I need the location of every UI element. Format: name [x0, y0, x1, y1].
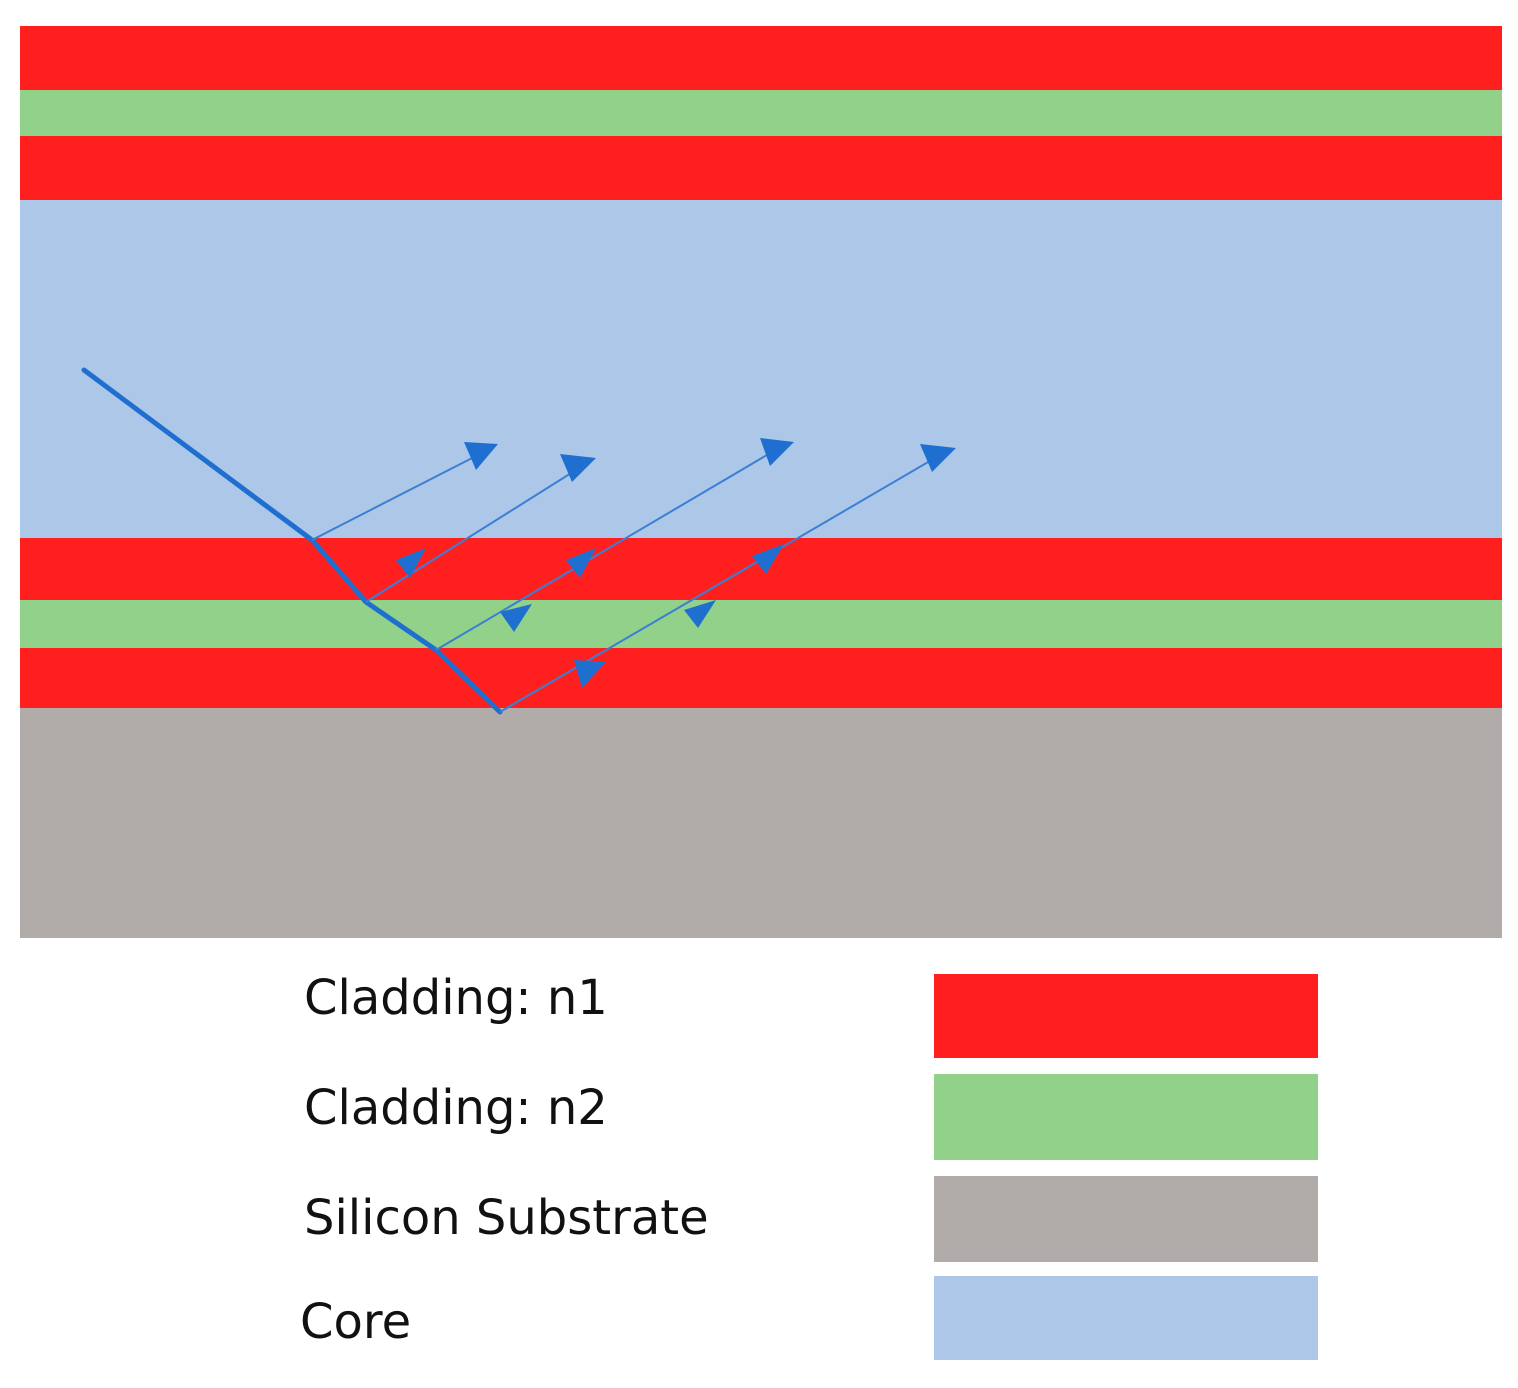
waveguide-cross-section-diagram: [20, 26, 1502, 938]
arrowhead-1: [464, 442, 498, 470]
arrowhead-8: [500, 604, 532, 632]
bottom-cladding-n2: [20, 600, 1502, 648]
top-cladding-n1-inner: [20, 136, 1502, 200]
arrowhead-5: [396, 548, 426, 578]
reflected-ray-2: [365, 469, 577, 603]
arrowhead-6: [566, 548, 596, 578]
arrowhead-9: [684, 600, 716, 628]
arrowhead-7: [752, 544, 784, 574]
reflected-ray-1: [311, 454, 479, 541]
core-layer: [20, 200, 1502, 538]
arrowhead-3: [760, 438, 794, 466]
bottom-cladding-n1-outer: [20, 648, 1502, 708]
reflected-ray-4: [499, 457, 936, 713]
reflected-ray-3: [435, 451, 773, 651]
reflected-rays: [311, 451, 936, 713]
arrowhead-10: [574, 660, 606, 688]
legend-label-silicon-substrate: Silicon Substrate: [304, 1190, 709, 1246]
arrowhead-4: [920, 444, 956, 472]
legend-swatch-cladding-n1: [934, 974, 1318, 1058]
legend-label-cladding-n2: Cladding: n2: [304, 1080, 608, 1136]
legend-swatch-silicon-substrate: [934, 1176, 1318, 1262]
top-cladding-n2: [20, 90, 1502, 136]
legend-label-core: Core: [300, 1294, 412, 1350]
legend-swatch-core: [934, 1276, 1318, 1360]
arrowhead-2: [560, 454, 596, 482]
silicon-substrate-layer: [20, 708, 1502, 938]
bottom-cladding-n1-inner: [20, 538, 1502, 600]
arrowheads: [396, 438, 956, 688]
legend-swatch-cladding-n2: [934, 1074, 1318, 1160]
legend-label-cladding-n1: Cladding: n1: [304, 970, 608, 1026]
top-cladding-n1-outer: [20, 26, 1502, 90]
